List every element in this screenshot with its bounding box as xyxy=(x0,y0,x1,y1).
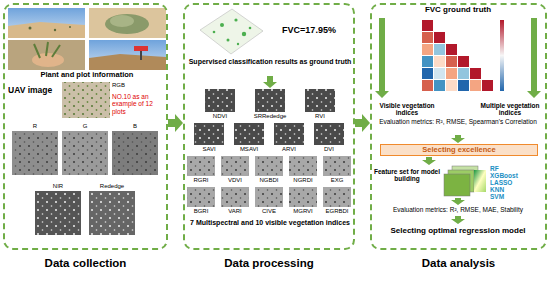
label-text: EXG xyxy=(320,177,354,184)
label-text: NDVI xyxy=(200,113,240,120)
panel-title: Data collection xyxy=(3,257,168,270)
panel-title: Data analysis xyxy=(370,257,547,270)
label-text: NO.10 as an example of 12 plots xyxy=(112,93,166,115)
label-text: Evaluation metrics: R², RMSE, Spearman's… xyxy=(374,118,542,125)
flow-arrow xyxy=(168,114,183,132)
label-text: Visible vegetation indices xyxy=(371,102,443,117)
label-text: G xyxy=(62,123,108,130)
label-text: EGRBDI xyxy=(320,208,354,215)
label-text: RVI xyxy=(300,113,340,120)
label-text: NGBDI xyxy=(252,177,286,184)
label-text: RGRI xyxy=(184,177,218,184)
label-text: Selecting optimal regression model xyxy=(372,226,544,235)
label-text: SAVI xyxy=(189,146,229,153)
classification-image xyxy=(200,9,263,54)
label-text: RGB xyxy=(112,82,142,89)
flow-arrow xyxy=(355,114,370,132)
label-text: BGRI xyxy=(184,208,218,215)
label-text: LASSO xyxy=(490,179,546,186)
site-photos xyxy=(8,8,166,70)
label-text: NIR xyxy=(35,183,81,190)
index-images xyxy=(187,89,351,207)
label-text: 7 Multispectral and 10 visible vegetatio… xyxy=(188,219,352,227)
label-text: Multiple vegetation indices xyxy=(474,102,546,117)
band-text: Selecting excellence xyxy=(422,146,495,154)
label-text: MGRVI xyxy=(286,208,320,215)
label-text: NGRDI xyxy=(286,177,320,184)
stage-panel: Data collection xyxy=(3,3,168,273)
label-text: Supervised classification results as gro… xyxy=(188,58,352,66)
label-text: R xyxy=(12,123,58,130)
label-text: FVC=17.95% xyxy=(266,25,352,35)
panel-title: Data processing xyxy=(183,257,355,270)
label-text: Feature set for model building xyxy=(371,168,443,183)
label-text: ARVI xyxy=(269,146,309,153)
label-text: SRRededge xyxy=(250,113,290,120)
label-text: VDVI xyxy=(218,177,252,184)
label-text: B xyxy=(112,123,158,130)
label-text: Plant and plot information xyxy=(8,71,166,80)
label-text: DVI xyxy=(309,146,349,153)
label-text: Rededge xyxy=(89,183,135,190)
label-text: SVM xyxy=(490,193,546,200)
label-text: UAV image xyxy=(8,86,60,96)
stage-panel: Data processing xyxy=(183,3,355,273)
label-text: MSAVI xyxy=(229,146,269,153)
label-text: FVC ground truth xyxy=(400,5,516,14)
label-text: KNN xyxy=(490,186,546,193)
selection-band: Selecting excellence xyxy=(380,144,538,156)
label-text: VARI xyxy=(218,208,252,215)
label-text: RF xyxy=(490,165,546,172)
feature-stack xyxy=(444,166,486,196)
label-text: Evaluation metrics: R², RMSE, MAE, Stabi… xyxy=(372,206,544,213)
label-text: XGBoost xyxy=(490,172,546,179)
correlation-heatmap xyxy=(422,20,504,91)
label-text: CIVE xyxy=(252,208,286,215)
